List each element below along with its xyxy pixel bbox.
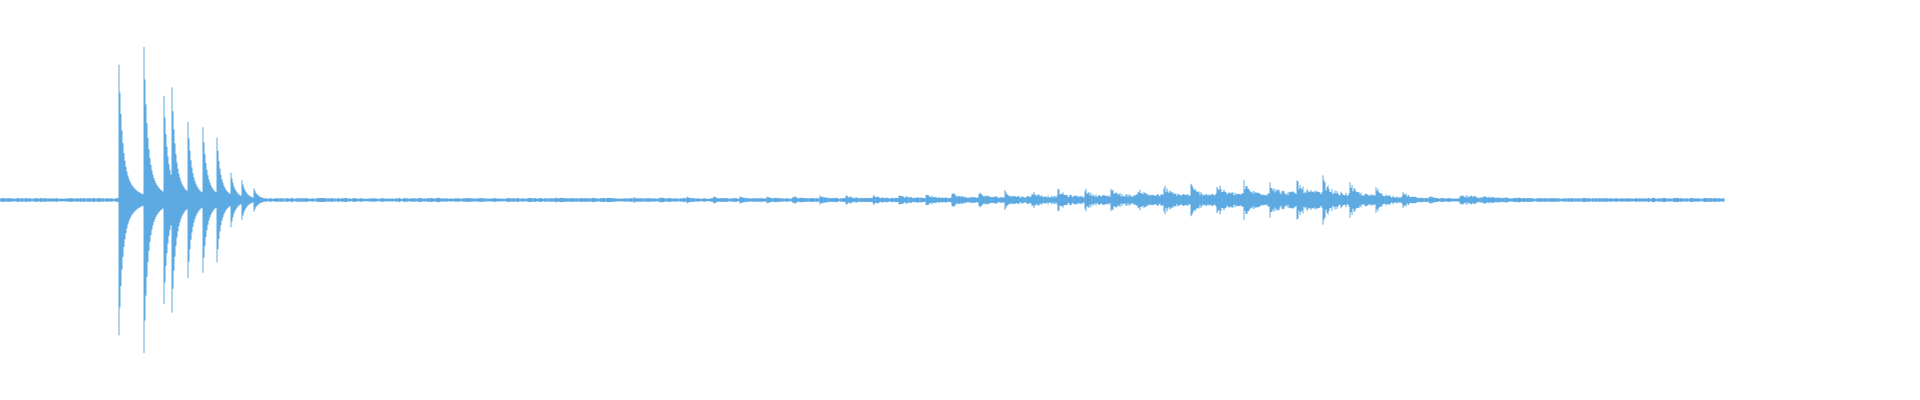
audio-waveform[interactable] (0, 0, 1920, 400)
waveform-view[interactable] (0, 0, 1920, 400)
